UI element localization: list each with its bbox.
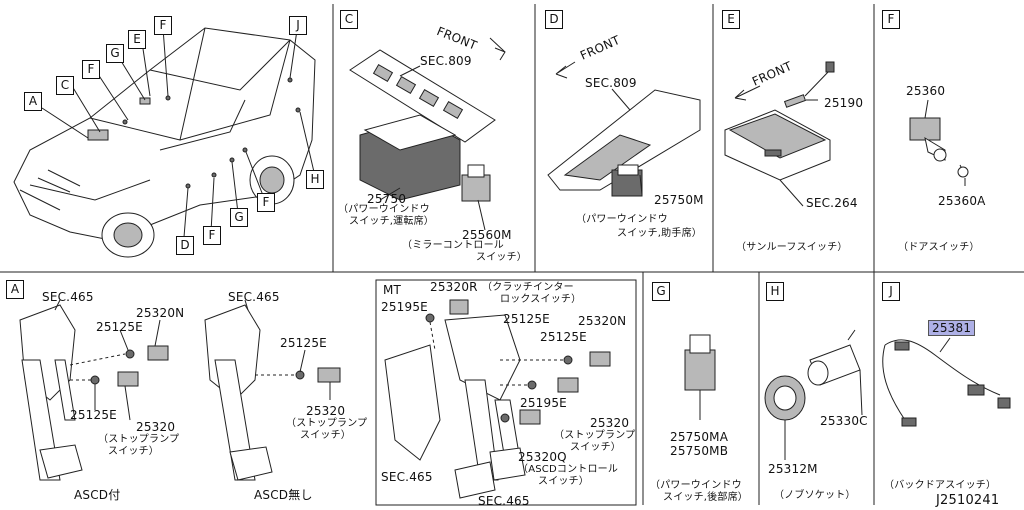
part-name: （ストップランプ (286, 418, 368, 429)
sec-label: SEC.809 (420, 54, 472, 68)
callout-d[interactable]: D (176, 236, 194, 255)
part-name: （ノブソケット） (774, 490, 856, 501)
callout-a[interactable]: A (24, 92, 42, 111)
panel-letter: A (6, 280, 24, 299)
callout-f[interactable]: F (257, 193, 275, 212)
part-number[interactable]: 25750MA (670, 430, 729, 444)
drawing-id: J2510241 (936, 493, 1000, 508)
panel-j-illustration (882, 337, 1011, 427)
part-number[interactable]: 25360 (906, 84, 946, 98)
panel-letter: J (882, 282, 900, 301)
panel-letter: D (545, 10, 563, 29)
part-name: ロックスイッチ） (500, 294, 582, 305)
part-name: （パワーウインドウ (650, 480, 742, 491)
part-name: （ミラーコントロール (402, 240, 504, 251)
part-number[interactable]: 25125E (96, 320, 143, 334)
part-number[interactable]: 25125E (280, 336, 327, 350)
part-name: スイッチ,後部席） (663, 492, 748, 503)
part-number[interactable]: 25360A (938, 194, 986, 208)
part-number[interactable]: 25750 (367, 192, 407, 206)
callout-c[interactable]: C (56, 76, 74, 95)
panel-g-illustration (684, 334, 716, 420)
panel-h-illustration (764, 329, 863, 460)
callout-f[interactable]: F (82, 60, 100, 79)
part-name: （パワーウインドウ (338, 204, 430, 215)
part-name: （ドアスイッチ） (898, 242, 980, 253)
part-name: （ストップランプ (554, 430, 636, 441)
part-name: （バックドアスイッチ） (884, 480, 997, 491)
part-number[interactable]: 25330C (820, 414, 868, 428)
panel-c-illustration (349, 37, 506, 231)
part-number[interactable]: 25125E (503, 312, 550, 326)
panel-letter: F (882, 10, 900, 29)
sec-label: SEC.465 (381, 470, 433, 484)
part-number[interactable]: 25125E (70, 408, 117, 422)
part-name: （クラッチインター (482, 282, 574, 293)
callout-j[interactable]: J (289, 16, 307, 35)
part-number[interactable]: 25195E (520, 396, 567, 410)
sec-label: SEC.465 (42, 290, 94, 304)
panel-dividers (0, 4, 1024, 506)
part-name: （ASCDコントロール (518, 464, 619, 475)
part-number[interactable]: 25312M (768, 462, 818, 476)
part-number[interactable]: 25320 (590, 416, 630, 430)
part-name: スイッチ,運転席） (349, 216, 434, 227)
callout-f[interactable]: F (154, 16, 172, 35)
part-number[interactable]: 25320N (578, 314, 627, 328)
panel-letter: C (340, 10, 358, 29)
caption: ASCD付 (74, 488, 121, 502)
callout-g[interactable]: G (230, 208, 248, 227)
sec-label: SEC.465 (228, 290, 280, 304)
part-number[interactable]: 25320 (306, 404, 346, 418)
callout-e[interactable]: E (128, 30, 146, 49)
part-number[interactable]: 25750MB (670, 444, 729, 458)
caption: ASCD無し (254, 488, 313, 502)
callout-g[interactable]: G (106, 44, 124, 63)
part-number[interactable]: 25320R (430, 280, 478, 294)
part-number[interactable]: 25320 (136, 420, 176, 434)
part-name: スイッチ） (538, 476, 589, 487)
part-number[interactable]: 25125E (540, 330, 587, 344)
sec-label: SEC.264 (806, 196, 858, 210)
part-number[interactable]: 25750M (654, 193, 704, 207)
panel-e-illustration (724, 61, 835, 207)
panel-a-mid-illustration (204, 299, 341, 481)
part-number[interactable]: 25190 (824, 96, 864, 110)
vehicle-illustration (13, 27, 316, 258)
panel-d-illustration (547, 61, 701, 197)
part-number[interactable]: 25320N (136, 306, 185, 320)
panel-letter: E (722, 10, 740, 29)
panel-a-left-illustration (19, 299, 169, 481)
panel-letter: H (766, 282, 784, 301)
part-name: スイッチ） (570, 442, 621, 453)
part-name: スイッチ） (108, 446, 159, 457)
sec-label: SEC.809 (585, 76, 637, 90)
panel-letter: G (652, 282, 670, 301)
part-number[interactable]: 25195E (381, 300, 428, 314)
part-number[interactable]: 25320Q (518, 450, 567, 464)
part-number-highlighted[interactable]: 25381 (928, 320, 976, 336)
part-name: （サンルーフスイッチ） (736, 242, 848, 253)
part-name: （ストップランプ (98, 434, 180, 445)
callout-f[interactable]: F (203, 226, 221, 245)
part-number[interactable]: 25560M (462, 228, 512, 242)
panel-f-illustration (909, 99, 969, 186)
part-name: （パワーウインドウ (576, 214, 668, 225)
part-name: スイッチ） (300, 430, 351, 441)
mt-tag: MT (383, 283, 402, 297)
panel-a-mt-illustration (384, 299, 611, 499)
part-name: スイッチ） (476, 252, 527, 263)
callout-h[interactable]: H (306, 170, 324, 189)
sec-label: SEC.465 (478, 494, 530, 508)
part-name: スイッチ,助手席） (617, 228, 702, 239)
